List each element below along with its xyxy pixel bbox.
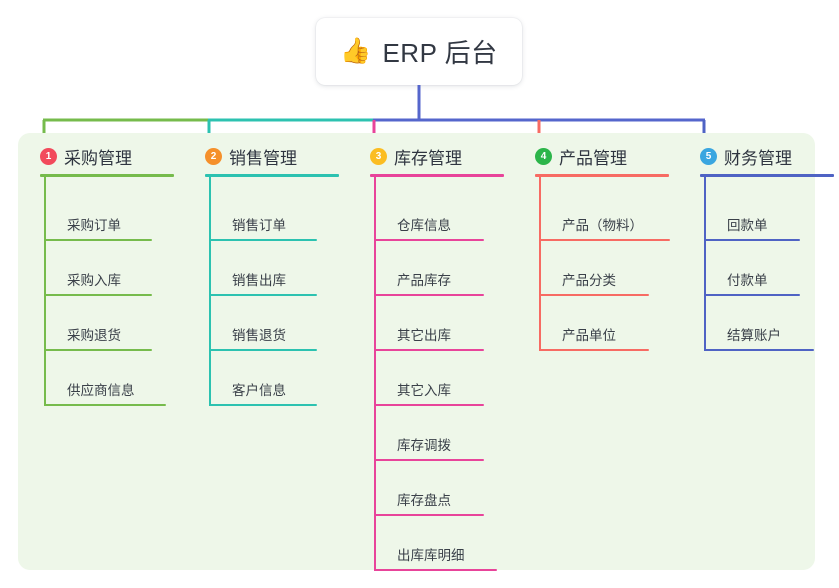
- leaf-node[interactable]: 出库库明细: [397, 548, 465, 563]
- branch-title: 财务管理: [724, 149, 792, 168]
- leaf-node[interactable]: 仓库信息: [397, 218, 451, 233]
- leaf-underline: [209, 404, 317, 406]
- branch-header-3[interactable]: 3 库存管理: [370, 144, 462, 169]
- leaf-underline: [539, 349, 649, 351]
- leaf-node[interactable]: 采购入库: [67, 273, 121, 288]
- leaf-node[interactable]: 采购订单: [67, 218, 121, 233]
- thumbs-up-icon: 👍: [340, 37, 372, 65]
- leaf-underline: [209, 239, 317, 241]
- leaf-node[interactable]: 供应商信息: [67, 383, 135, 398]
- leaf-underline: [374, 569, 497, 571]
- leaf-underline: [44, 239, 152, 241]
- branch-trunk: [44, 174, 46, 406]
- leaf-node[interactable]: 销售订单: [232, 218, 286, 233]
- branch-header-2[interactable]: 2 销售管理: [205, 144, 297, 169]
- leaf-node[interactable]: 产品单位: [562, 328, 616, 343]
- leaf-node[interactable]: 其它入库: [397, 383, 451, 398]
- root-node-content: 👍 ERP 后台: [340, 33, 497, 70]
- leaf-underline: [209, 349, 317, 351]
- branch-number-badge: 2: [205, 148, 222, 165]
- leaf-node[interactable]: 客户信息: [232, 383, 286, 398]
- leaf-underline: [374, 404, 484, 406]
- leaf-node[interactable]: 其它出库: [397, 328, 451, 343]
- leaf-node[interactable]: 产品库存: [397, 273, 451, 288]
- leaf-node[interactable]: 库存调拨: [397, 438, 451, 453]
- branch-title: 产品管理: [559, 149, 627, 168]
- branch-title-underline: [370, 174, 504, 177]
- leaf-node[interactable]: 付款单: [727, 273, 768, 288]
- leaf-underline: [374, 294, 484, 296]
- leaf-underline: [209, 294, 317, 296]
- branch-title: 库存管理: [394, 149, 462, 168]
- root-title: ERP 后台: [382, 38, 498, 68]
- branch-title-underline: [40, 174, 174, 177]
- leaf-underline: [539, 294, 649, 296]
- leaf-underline: [539, 239, 670, 241]
- leaf-underline: [704, 294, 800, 296]
- leaf-node[interactable]: 销售退货: [232, 328, 286, 343]
- leaf-node[interactable]: 库存盘点: [397, 493, 451, 508]
- leaf-underline: [44, 404, 166, 406]
- leaf-underline: [44, 294, 152, 296]
- branch-title: 采购管理: [64, 149, 132, 168]
- leaf-node[interactable]: 回款单: [727, 218, 768, 233]
- leaf-underline: [374, 514, 484, 516]
- branch-number-badge: 5: [700, 148, 717, 165]
- leaf-underline: [44, 349, 152, 351]
- branch-number-badge: 1: [40, 148, 57, 165]
- branch-title-underline: [700, 174, 834, 177]
- branch-trunk: [374, 174, 376, 571]
- branch-header-4[interactable]: 4 产品管理: [535, 144, 627, 169]
- leaf-node[interactable]: 产品（物料）: [562, 218, 643, 233]
- branch-trunk: [209, 174, 211, 406]
- branches-panel: 1 采购管理采购订单采购入库采购退货供应商信息 2 销售管理销售订单销售出库销售退货客…: [18, 133, 834, 571]
- root-node[interactable]: 👍 ERP 后台: [316, 18, 522, 85]
- leaf-underline: [374, 349, 484, 351]
- branch-trunk: [704, 174, 706, 351]
- leaf-node[interactable]: 采购退货: [67, 328, 121, 343]
- leaf-underline: [704, 349, 814, 351]
- branch-header-1[interactable]: 1 采购管理: [40, 144, 132, 169]
- leaf-underline: [374, 459, 484, 461]
- leaf-underline: [374, 239, 484, 241]
- branch-number-badge: 4: [535, 148, 552, 165]
- branch-title-underline: [535, 174, 669, 177]
- branch-trunk: [539, 174, 541, 351]
- leaf-node[interactable]: 销售出库: [232, 273, 286, 288]
- leaf-node[interactable]: 产品分类: [562, 273, 616, 288]
- branch-title-underline: [205, 174, 339, 177]
- branch-number-badge: 3: [370, 148, 387, 165]
- branch-header-5[interactable]: 5 财务管理: [700, 144, 792, 169]
- branch-title: 销售管理: [229, 149, 297, 168]
- leaf-underline: [704, 239, 800, 241]
- leaf-node[interactable]: 结算账户: [727, 328, 781, 343]
